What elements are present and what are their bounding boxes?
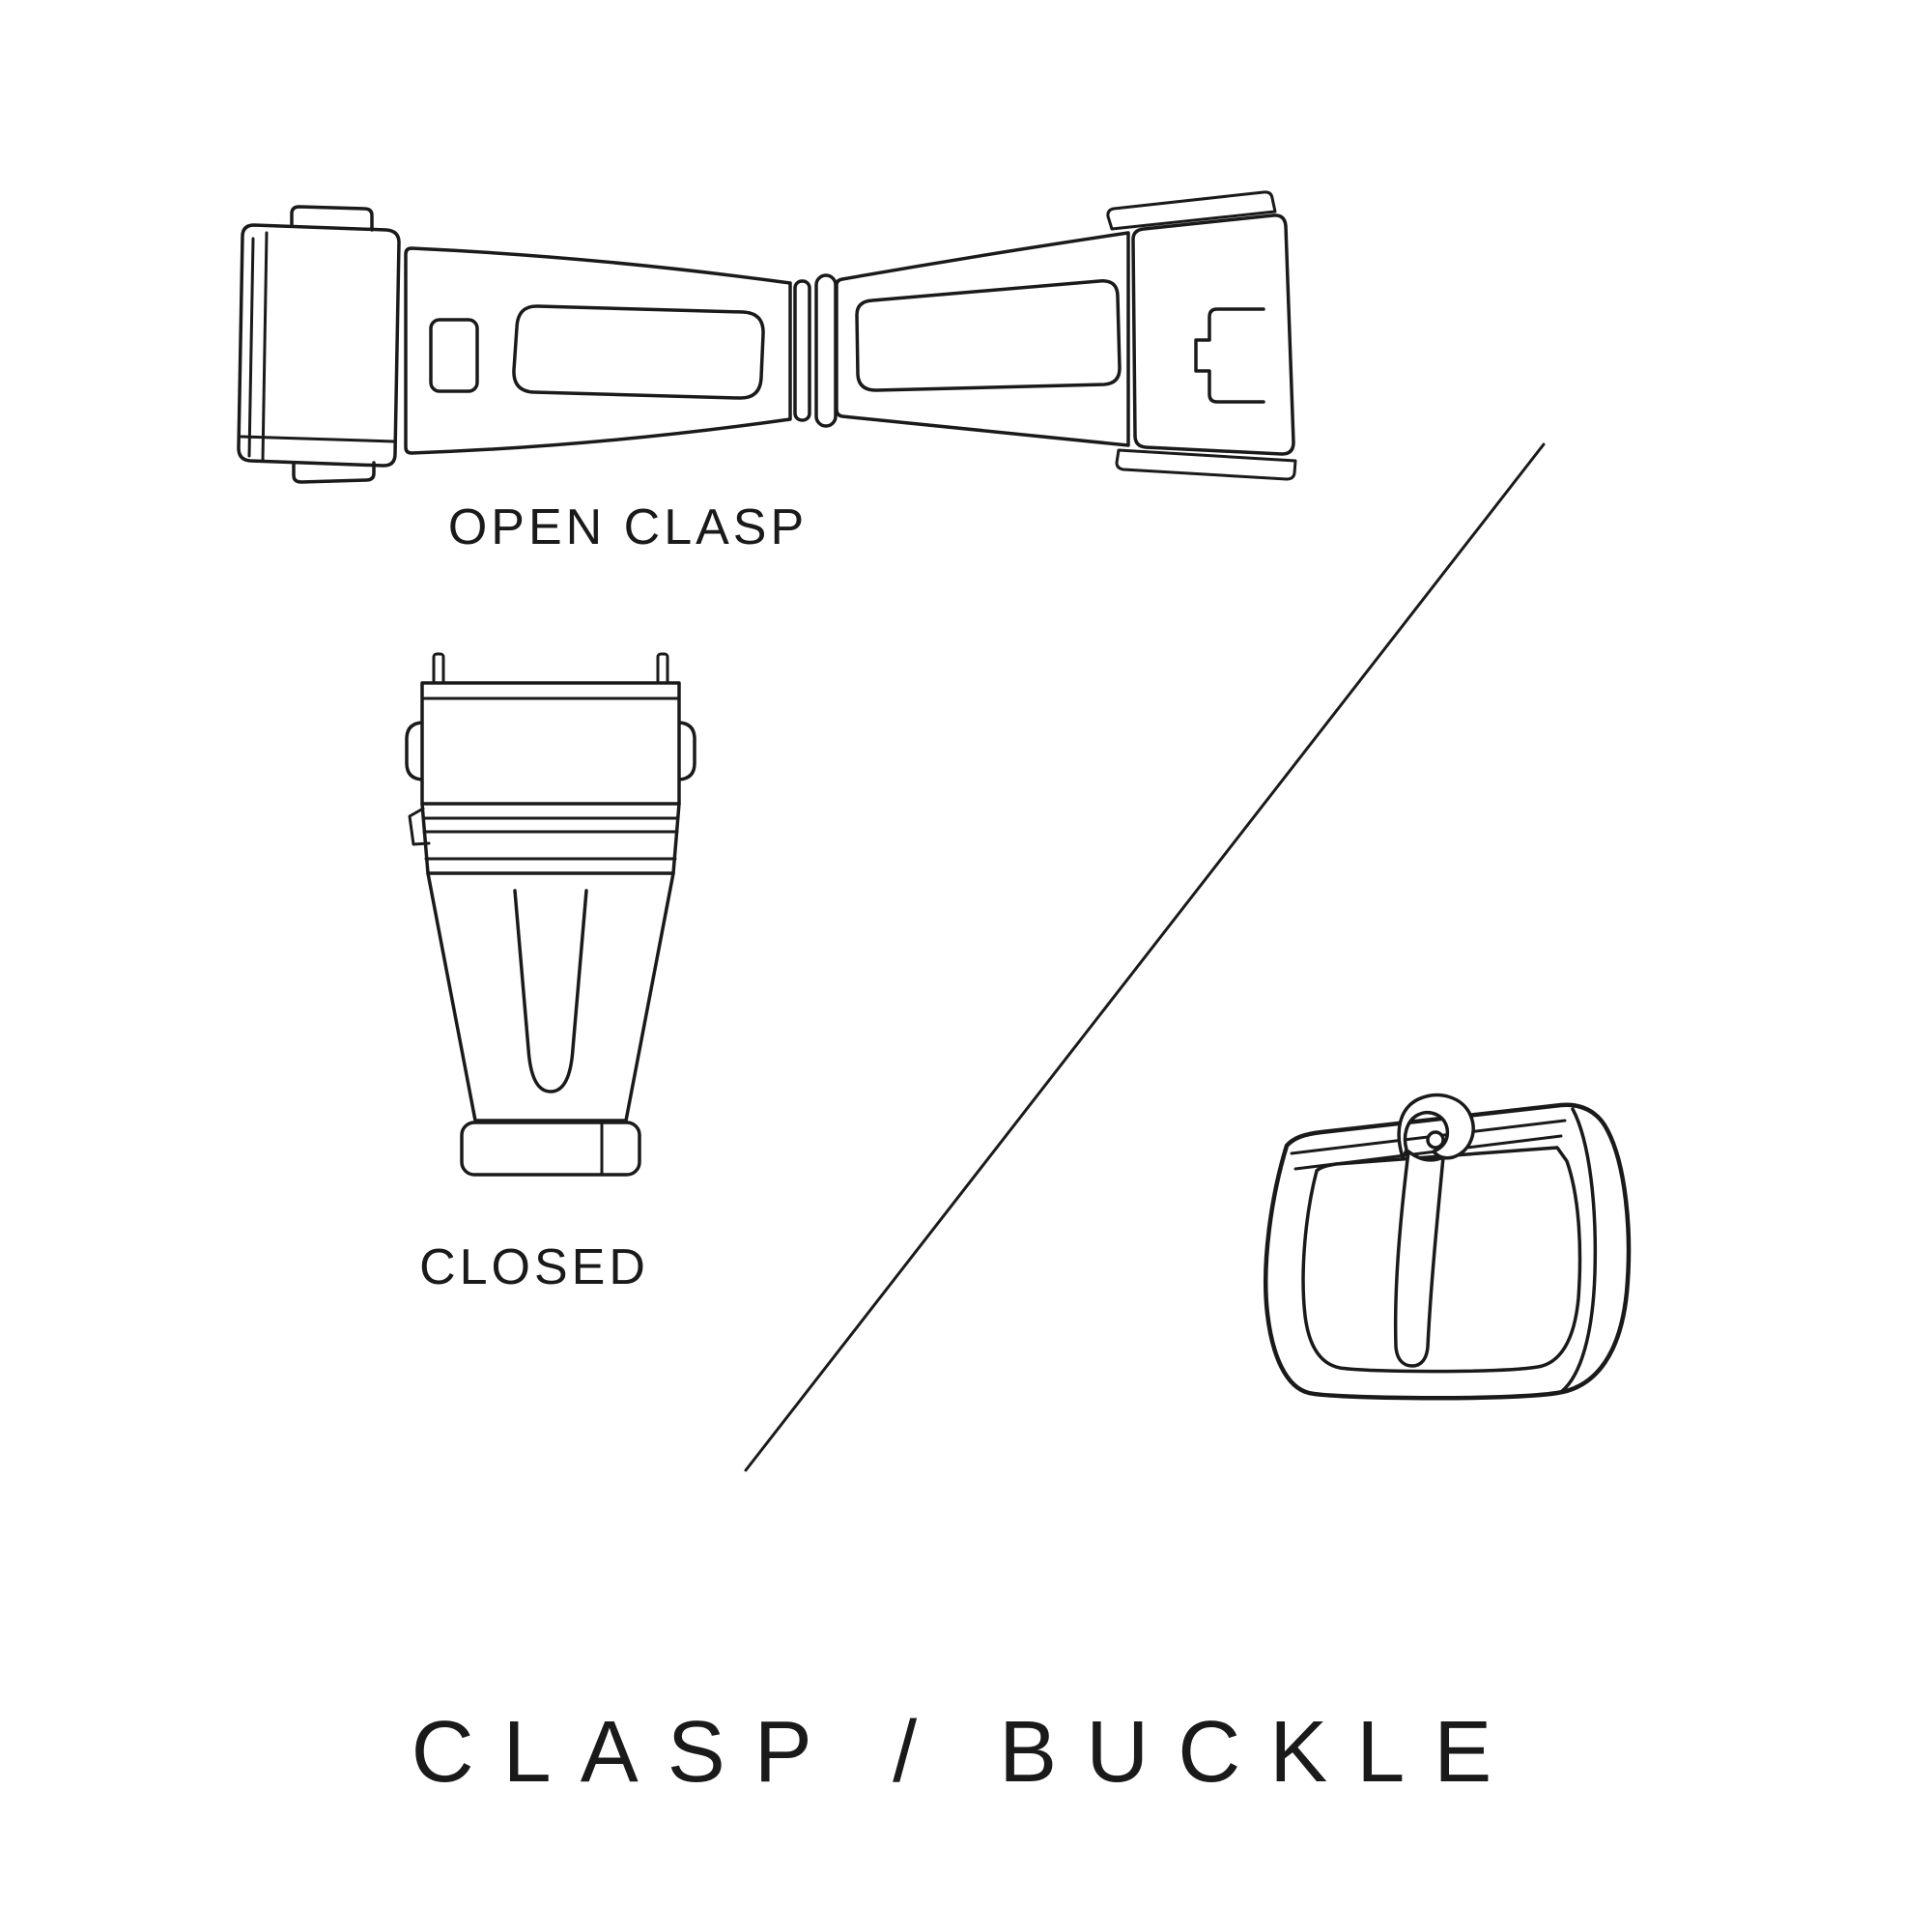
buckle-tang-body: [1393, 1150, 1445, 1368]
closed-ear-right: [677, 721, 696, 781]
clasp-right-arm-panel: [855, 279, 1122, 392]
clasp-left-arm-panel: [512, 304, 765, 400]
closed-slot: [513, 889, 588, 1094]
detail-line: [261, 231, 269, 463]
closed-top-block: [420, 681, 681, 806]
closed-prong-left: [432, 652, 445, 687]
clasp-end-bottom-plate: [1115, 448, 1297, 481]
detail-line: [247, 237, 255, 458]
closed-band: [420, 802, 681, 875]
clasp-fold-bottom-tab: [292, 461, 376, 484]
buckle-illustration: [1263, 1093, 1632, 1401]
closed-clasp-label: CLOSED: [419, 1239, 649, 1295]
open-clasp-illustration: [237, 190, 1297, 484]
clasp-end-cap: [1131, 213, 1295, 456]
clasp-left-notch: [429, 318, 479, 393]
closed-band-tab: [408, 807, 431, 846]
buckle-frame-outer: [1263, 1102, 1632, 1401]
open-clasp-label: OPEN CLASP: [447, 499, 809, 555]
buckle-tang-loop: [1397, 1093, 1475, 1160]
buckle-spring-bar-lower: [1293, 1134, 1563, 1171]
clasp-hinge-bar-1: [793, 279, 811, 422]
closed-ear-left: [405, 721, 424, 781]
page-title: CLASP / BUCKLE: [411, 1704, 1521, 1801]
detail-line: [240, 435, 396, 443]
clasp-fold-piece: [237, 223, 401, 468]
clasp-left-arm: [404, 246, 792, 455]
buckle-frame-inner: [1301, 1146, 1582, 1374]
clasp-fold-top-tab: [290, 205, 374, 232]
clasp-right-arm: [835, 231, 1130, 447]
clasp-end-top-plate: [1106, 190, 1277, 231]
divider-line: [744, 442, 1546, 1472]
closed-body: [426, 871, 675, 1122]
buckle-pin-coil: [1426, 1130, 1445, 1150]
buckle-frame-right-edge: [1559, 1107, 1598, 1394]
clasp-catch: [1194, 307, 1265, 404]
closed-foot: [460, 1121, 641, 1177]
closed-prong-right: [656, 652, 669, 687]
clasp-hinge-bar-2: [814, 273, 838, 428]
closed-clasp-illustration: [405, 652, 696, 1177]
